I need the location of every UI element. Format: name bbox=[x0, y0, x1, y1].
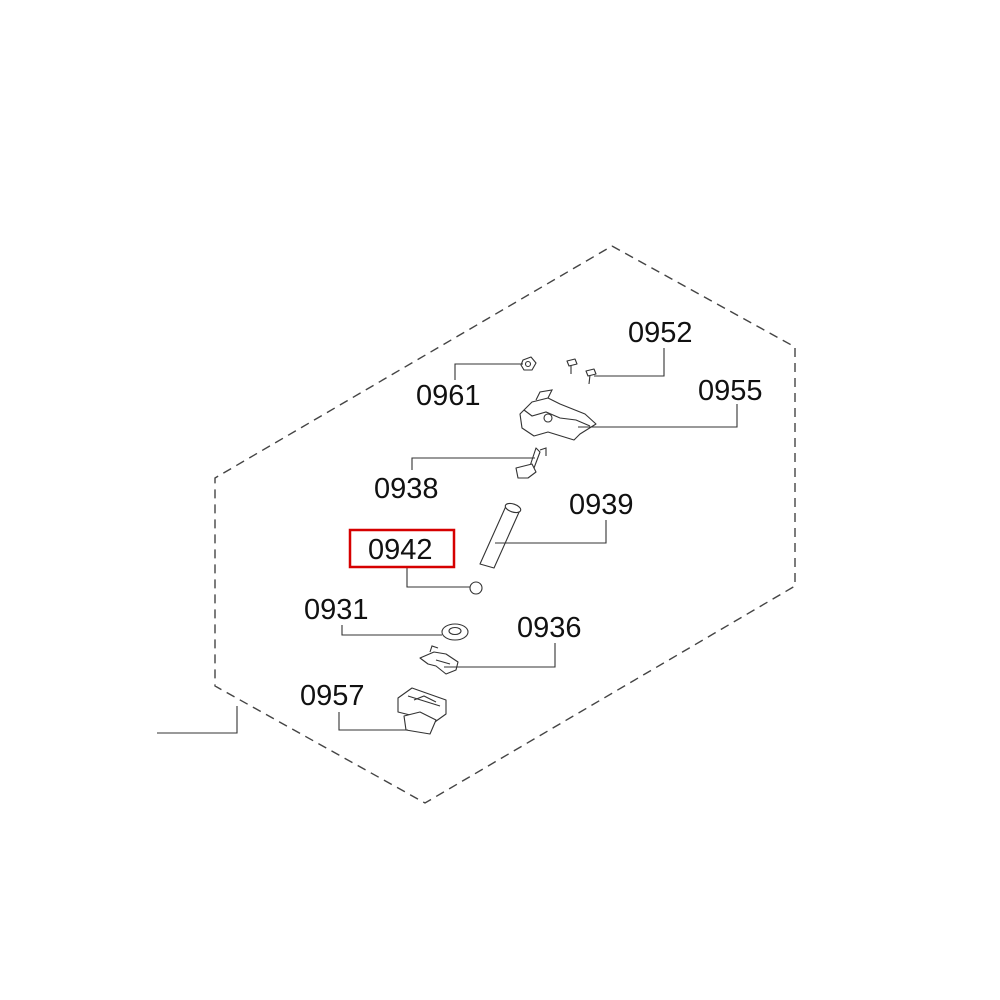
part-label-0942[interactable]: 0942 bbox=[368, 534, 433, 566]
connection-line bbox=[157, 706, 238, 734]
part-0936-drawing bbox=[419, 645, 459, 675]
leader-0938 bbox=[411, 457, 535, 470]
part-0942-drawing bbox=[469, 581, 483, 595]
part-label-0938[interactable]: 0938 bbox=[374, 473, 439, 505]
leader-0936 bbox=[444, 643, 556, 668]
leader-0931 bbox=[341, 625, 442, 636]
part-label-0955[interactable]: 0955 bbox=[698, 375, 763, 407]
part-label-0961[interactable]: 0961 bbox=[416, 380, 481, 412]
leader-0957 bbox=[338, 712, 408, 731]
part-0939-drawing bbox=[479, 502, 522, 569]
leader-0955 bbox=[578, 404, 738, 428]
assembly-boundary bbox=[214, 245, 796, 804]
part-label-0957[interactable]: 0957 bbox=[300, 680, 365, 712]
part-0955-drawing bbox=[519, 389, 597, 441]
part-0931-drawing bbox=[441, 623, 469, 641]
leader-0952 bbox=[594, 348, 665, 377]
part-label-0952[interactable]: 0952 bbox=[628, 317, 693, 349]
part-0938-drawing bbox=[515, 447, 547, 479]
leader-0942 bbox=[406, 566, 470, 588]
highlight-box bbox=[348, 528, 456, 569]
part-0961-drawing bbox=[520, 356, 537, 371]
part-0952-drawing bbox=[566, 358, 597, 385]
leader-0939 bbox=[495, 520, 607, 544]
part-label-0931[interactable]: 0931 bbox=[304, 594, 369, 626]
part-label-0939[interactable]: 0939 bbox=[569, 489, 634, 521]
part-label-0936[interactable]: 0936 bbox=[517, 612, 582, 644]
leader-0961 bbox=[454, 363, 523, 380]
part-0957-drawing bbox=[397, 687, 447, 735]
